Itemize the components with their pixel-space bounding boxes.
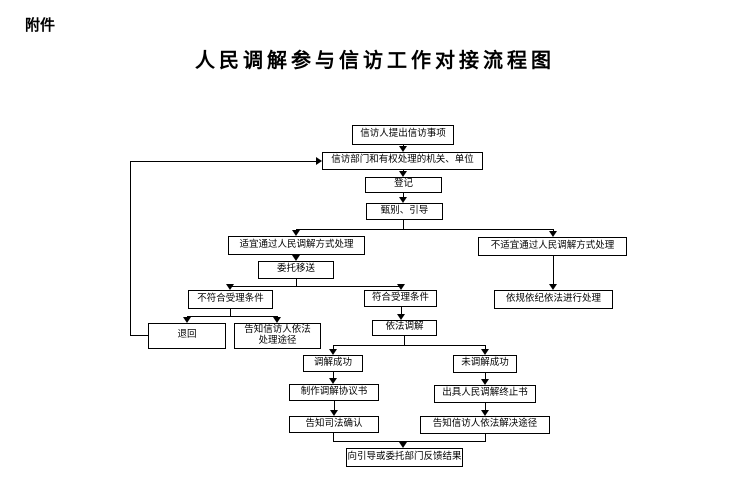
arrow-down-icon (330, 410, 338, 416)
arrow-down-icon (226, 284, 234, 290)
arrow-down-icon (481, 410, 489, 416)
connector-line (296, 279, 297, 286)
connector-line (296, 229, 553, 230)
arrow-down-icon (549, 231, 557, 237)
arrow-down-icon (329, 378, 337, 384)
connector-line (333, 372, 334, 380)
arrow-right-icon (316, 157, 322, 165)
node-meet: 符合受理条件 (364, 290, 437, 307)
attachment-label: 附件 (25, 17, 56, 34)
arrow-down-icon (292, 255, 300, 261)
connector-line (485, 345, 486, 351)
arrow-down-icon (329, 349, 337, 355)
connector-line (403, 193, 404, 198)
node-register: 登记 (365, 177, 442, 193)
node-suitable: 适宜通过人民调解方式处理 (228, 236, 365, 255)
node-mediate-by-law: 依法调解 (372, 320, 437, 336)
node-handle-by-rules: 依规依纪依法进行处理 (494, 290, 613, 309)
connector-line (230, 286, 401, 287)
connector-line (130, 335, 149, 336)
node-feedback-result: 向引导或委托部门反馈结果 (346, 448, 463, 467)
arrow-down-icon (183, 317, 191, 323)
connector-line (230, 309, 231, 316)
node-screen-guide: 甄别、引导 (366, 203, 443, 220)
connector-line (404, 336, 405, 345)
connector-line (401, 307, 402, 316)
node-entrust-transfer: 委托移送 (258, 261, 334, 279)
arrow-down-icon (397, 314, 405, 320)
node-not-meet: 不符合受理条件 (188, 290, 273, 309)
connector-line (333, 441, 485, 442)
node-issue-termination: 出具人民调解终止书 (434, 385, 536, 403)
arrow-down-icon (549, 284, 557, 290)
arrow-down-icon (399, 146, 407, 152)
connector-line (403, 220, 404, 229)
node-inform-legal-handle: 告知信访人依法 处理途径 (234, 323, 321, 349)
connector-line (333, 345, 334, 351)
node-inform-legal-solution: 告知信访人依法解决途径 (420, 416, 550, 434)
connector-line (485, 434, 486, 442)
node-inform-judicial-confirm: 告知司法确认 (289, 416, 379, 433)
connector-line (553, 256, 554, 286)
connector-line (187, 316, 277, 317)
connector-line (333, 345, 485, 346)
arrow-down-icon (481, 379, 489, 385)
connector-line (485, 373, 486, 381)
node-unsuitable: 不适宜通过人民调解方式处理 (478, 237, 627, 256)
connector-line (130, 161, 317, 162)
arrow-down-icon (397, 284, 405, 290)
connector-line (334, 401, 335, 412)
arrow-down-icon (399, 442, 407, 448)
connector-line (485, 403, 486, 412)
arrow-down-icon (399, 171, 407, 177)
node-mediation-success: 调解成功 (303, 355, 363, 372)
page-title: 人民调解参与信访工作对接流程图 (195, 50, 555, 72)
arrow-down-icon (481, 349, 489, 355)
node-petition-org: 信访部门和有权处理的机关、单位 (322, 152, 483, 170)
node-make-agreement: 制作调解协议书 (289, 384, 379, 401)
node-return-back: 退回 (148, 323, 226, 349)
arrow-down-icon (292, 230, 300, 236)
connector-line (333, 433, 334, 442)
arrow-down-icon (399, 197, 407, 203)
connector-line (130, 161, 131, 335)
node-mediation-fail: 未调解成功 (453, 355, 517, 373)
arrow-down-icon (273, 317, 281, 323)
node-petition-submit: 信访人提出信访事项 (352, 125, 454, 145)
